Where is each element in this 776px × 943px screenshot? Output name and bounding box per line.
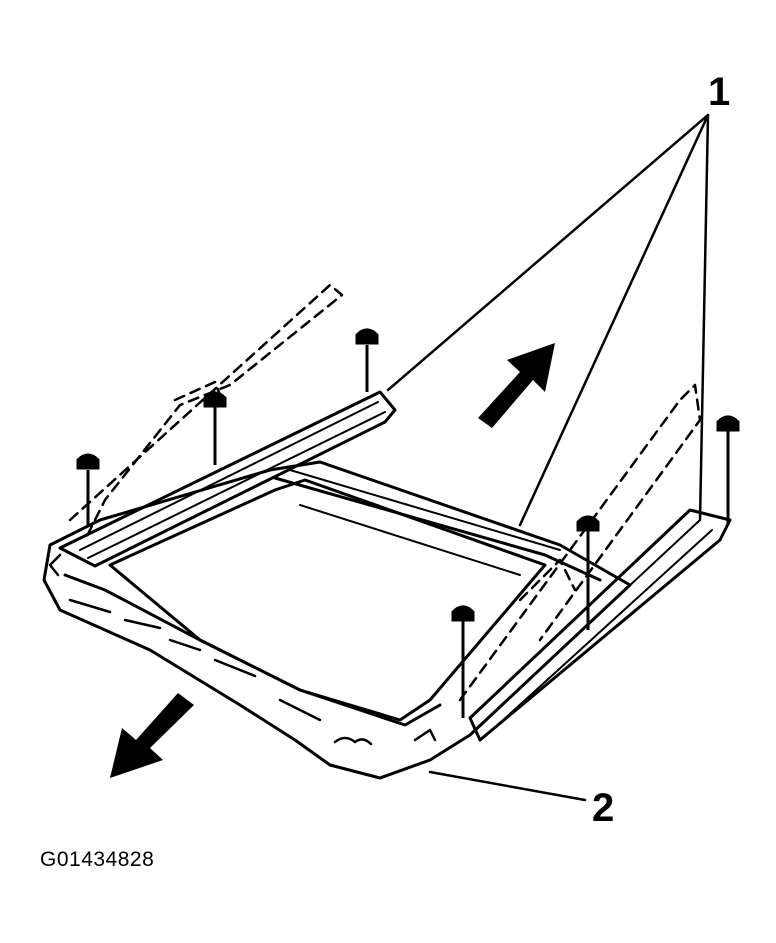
callout-label-2: 2 [592, 786, 615, 830]
right-guide-rail [468, 508, 732, 742]
callout-2-leader-line [428, 770, 587, 802]
arrow-down-left-icon [110, 693, 194, 778]
arrow-up-right-icon [478, 343, 555, 428]
bolt-5 [716, 415, 740, 525]
callout-label-1: 1 [708, 70, 731, 114]
left-rail-dashed-outline [68, 283, 344, 542]
bolt-4 [576, 515, 600, 630]
figure-id: G01434828 [40, 848, 155, 871]
right-rail-dashed-outline [458, 383, 702, 702]
bolt-1 [76, 453, 100, 525]
bolt-2 [203, 391, 227, 465]
callout-1-leader-lines [386, 113, 710, 527]
sunroof-frame-outer [42, 460, 632, 780]
bolt-6 [451, 605, 475, 718]
left-guide-rail [58, 390, 397, 568]
bolt-3 [355, 328, 379, 392]
